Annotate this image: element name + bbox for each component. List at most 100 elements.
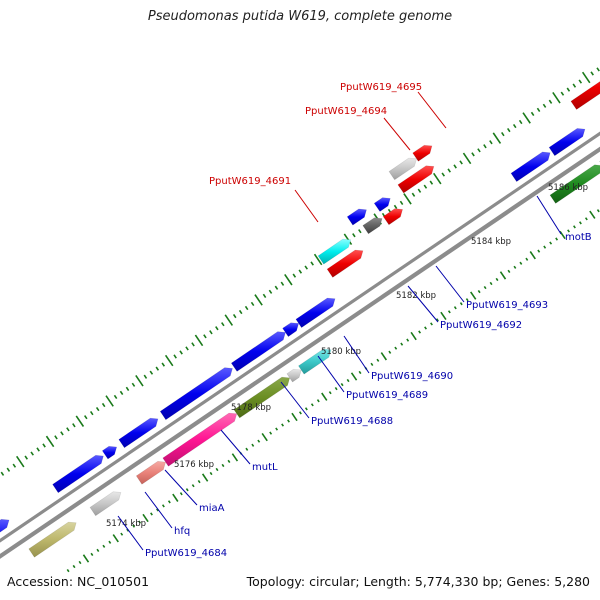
gene-arrow[interactable] <box>286 368 302 383</box>
gene-arrow[interactable] <box>28 521 77 558</box>
scale-tick <box>209 330 213 335</box>
gene-arrow[interactable] <box>233 376 291 419</box>
scale-tick <box>191 484 195 488</box>
scale-tick <box>209 471 213 476</box>
gene-arrow[interactable] <box>295 297 336 329</box>
gene-label[interactable]: PputW619_4684 <box>145 548 227 559</box>
gene-arrow[interactable] <box>282 322 300 338</box>
gene-label-leader <box>343 335 370 374</box>
gene-arrow[interactable] <box>118 417 159 449</box>
gene-label-leader <box>294 189 319 223</box>
gene-arrow[interactable] <box>0 518 10 558</box>
scale-tick <box>120 532 124 536</box>
scale-tick <box>530 111 535 117</box>
backbone-line <box>0 131 600 543</box>
gene-arrow[interactable] <box>510 151 551 183</box>
scale-tick <box>552 91 561 104</box>
scale-tick <box>45 435 55 448</box>
kbp-label: 5186 kbp <box>548 183 588 193</box>
scale-tick <box>567 229 570 233</box>
scale-tick <box>470 291 477 300</box>
gene-label[interactable]: mutL <box>252 462 278 473</box>
scale-tick <box>358 229 362 234</box>
scale-tick <box>573 225 576 229</box>
gene-arrow[interactable] <box>373 197 391 212</box>
gene-arrow[interactable] <box>317 238 352 265</box>
gene-arrow[interactable] <box>549 164 600 204</box>
gene-arrow[interactable] <box>101 445 118 460</box>
gene-arrow[interactable] <box>382 208 403 226</box>
scale-tick <box>132 524 136 528</box>
gene-arrow[interactable] <box>162 412 238 467</box>
scale-tick <box>441 172 446 177</box>
scale-tick <box>257 439 261 443</box>
gene-arrow[interactable] <box>570 65 600 110</box>
scale-tick <box>82 554 90 563</box>
scale-tick <box>393 204 398 210</box>
gene-label[interactable]: PputW619_4689 <box>346 390 428 401</box>
gene-label[interactable]: PputW619_4695 <box>340 82 422 93</box>
scale-tick <box>215 326 219 331</box>
scale-tick <box>447 310 451 314</box>
scale-tick <box>261 432 268 442</box>
scale-tick <box>596 67 600 72</box>
scale-tick <box>447 168 451 173</box>
scale-tick <box>350 372 358 381</box>
scale-tick <box>489 140 493 145</box>
scale-tick <box>126 528 130 532</box>
gene-arrow[interactable] <box>548 128 586 157</box>
scale-tick <box>352 233 356 238</box>
scale-tick <box>245 447 249 451</box>
gene-label[interactable]: hfq <box>174 526 190 537</box>
gene-label[interactable]: motB <box>565 232 592 243</box>
gene-arrow[interactable] <box>326 249 364 278</box>
gene-label[interactable]: PputW619_4688 <box>311 416 393 427</box>
scale-tick <box>203 334 207 339</box>
gene-arrow[interactable] <box>298 348 332 375</box>
gene-label[interactable]: PputW619_4693 <box>466 300 548 311</box>
scale-tick <box>380 352 388 361</box>
scale-tick <box>358 370 362 375</box>
gene-label-leader <box>317 355 345 393</box>
scale-tick <box>316 399 320 403</box>
gene-layer[interactable] <box>0 65 600 558</box>
scale-tick <box>340 382 344 387</box>
scale-tick <box>194 334 204 347</box>
gene-arrow[interactable] <box>346 208 367 226</box>
gene-label[interactable]: PputW619_4691 <box>209 176 291 187</box>
scale-tick <box>542 103 547 108</box>
gene-label-leader <box>117 515 144 551</box>
scale-tick <box>424 326 427 330</box>
scale-tick <box>101 402 106 408</box>
scale-tick <box>12 463 17 468</box>
gene-label[interactable]: PputW619_4694 <box>305 106 387 117</box>
gene-arrow[interactable] <box>388 157 417 181</box>
scale-tick <box>328 391 332 395</box>
scale-tick <box>310 403 314 407</box>
gene-arrow[interactable] <box>159 367 233 421</box>
scale-tick <box>399 200 404 205</box>
gene-arrow[interactable] <box>397 165 435 194</box>
gene-arrow[interactable] <box>362 217 383 235</box>
gene-label[interactable]: PputW619_4692 <box>440 320 522 331</box>
scale-tick <box>489 281 493 286</box>
gene-arrow[interactable] <box>412 144 433 162</box>
scale-tick <box>555 237 559 241</box>
scale-tick <box>102 544 106 548</box>
gene-label[interactable]: PputW619_4690 <box>371 371 453 382</box>
scale-tick <box>298 411 302 415</box>
scale-tick <box>284 273 293 286</box>
scale-tick <box>501 132 505 137</box>
scale-tick <box>172 493 179 502</box>
scale-tick <box>433 172 442 185</box>
scale-tick <box>66 568 70 573</box>
gene-arrow[interactable] <box>89 491 122 517</box>
gene-arrow[interactable] <box>135 460 166 485</box>
scale-tick <box>304 265 309 270</box>
scale-tick <box>459 302 463 306</box>
gene-arrow[interactable] <box>230 331 286 372</box>
gene-arrow[interactable] <box>52 454 104 494</box>
scale-tick <box>310 261 314 266</box>
gene-label[interactable]: miaA <box>199 503 225 514</box>
